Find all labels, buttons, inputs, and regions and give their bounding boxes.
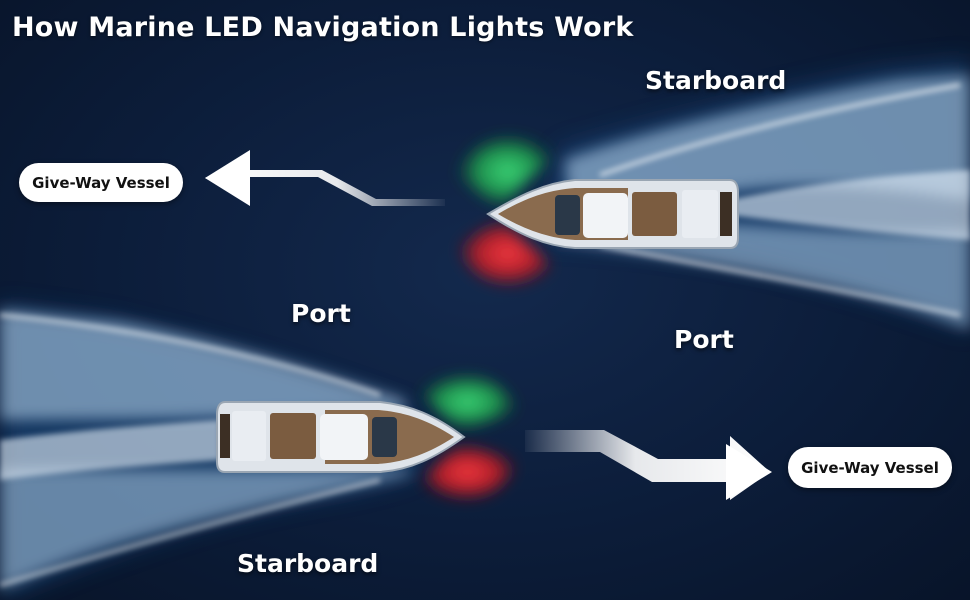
bottom-starboard-red-light (415, 442, 520, 503)
bottom-starboard-label: Starboard (237, 549, 379, 578)
top-starboard-label: Starboard (645, 66, 787, 95)
bottom-wake (0, 305, 420, 600)
bottom-arrow-head (726, 444, 772, 500)
top-arrow-head (205, 150, 250, 206)
top-port-red-light (455, 218, 560, 289)
page-title: How Marine LED Navigation Lights Work (12, 12, 634, 43)
bottom-port-green-light (415, 371, 520, 432)
bottom-port-label: Port (291, 299, 351, 328)
top-boat (486, 179, 739, 249)
top-arrow (205, 155, 445, 206)
bottom-give-way-badge: Give-Way Vessel (788, 447, 952, 488)
bottom-arrow (525, 430, 770, 500)
top-give-way-badge: Give-Way Vessel (19, 163, 183, 202)
top-port-label: Port (674, 325, 734, 354)
bottom-boat (216, 401, 466, 473)
top-starboard-green-light (455, 132, 560, 210)
top-wake (545, 60, 970, 330)
